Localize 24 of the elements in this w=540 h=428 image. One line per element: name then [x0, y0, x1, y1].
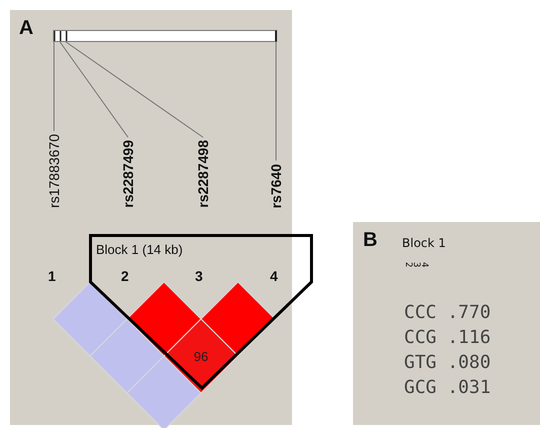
- marker-number: 1: [48, 268, 56, 284]
- panel-letter: A: [19, 17, 34, 40]
- snp-name: rs2287499: [120, 140, 136, 208]
- marker-number: 3: [195, 268, 203, 284]
- ld-value: 96: [194, 348, 208, 364]
- snp-name: rs2287498: [195, 140, 211, 208]
- snp-name: rs17883670: [46, 134, 62, 208]
- block-title: Block 1: [402, 236, 446, 250]
- block-outline: [89, 234, 313, 390]
- marker-number: 2: [403, 262, 413, 268]
- snp-name: rs7640: [268, 164, 284, 208]
- haplotype-frequency: CCG .116: [404, 327, 491, 348]
- gene-bar: [53, 30, 277, 42]
- leader-line: [66, 42, 204, 138]
- marker-number: 4: [270, 268, 278, 284]
- leader-line: [60, 42, 128, 138]
- haplotype-frequency: GTG .080: [404, 352, 491, 373]
- marker-number: 2: [121, 268, 129, 284]
- ld-diamond: [90, 319, 164, 393]
- block-title: Block 1 (14 kb): [96, 242, 183, 257]
- panel-letter: B: [363, 229, 378, 252]
- haplotype-frequency: GCG .031: [404, 377, 491, 398]
- haplotype-frequency: CCC .770: [404, 302, 491, 323]
- ld-diamond: [53, 282, 127, 356]
